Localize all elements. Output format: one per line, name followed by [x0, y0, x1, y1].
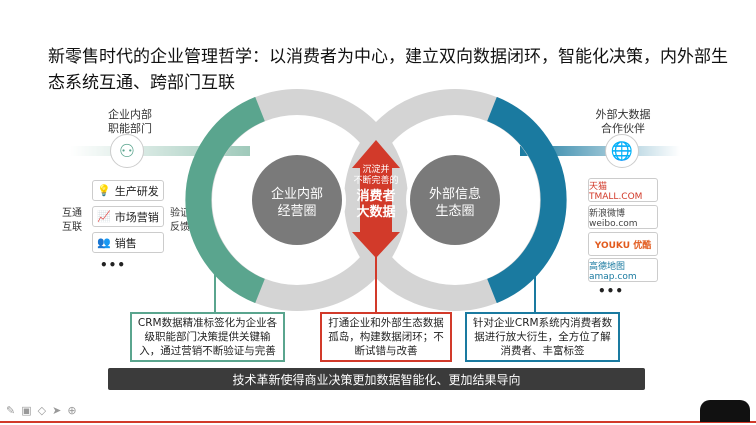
partner-weibo: 新浪微博 weibo.com	[588, 205, 658, 229]
annotation-toolbar[interactable]: ✎▣◇➤⊕	[6, 404, 83, 417]
dept-marketing: 📈市场营销	[92, 206, 164, 227]
core-small-label: 沉淀并 不断完善的	[353, 165, 399, 186]
network-people-icon: ⚇	[110, 134, 144, 168]
box-internal: CRM数据精准标签化为企业各级职能部门决策提供关键输入，通过营销不断验证与完善	[130, 312, 285, 362]
core-double-arrow	[352, 140, 400, 258]
cursor-icon[interactable]: ➤	[52, 404, 68, 417]
box-external: 针对企业CRM系统内消费者数据进行放大衍生，全方位了解消费者、丰富标签	[465, 312, 620, 362]
pen-icon[interactable]: ✎	[6, 404, 22, 417]
dept-rnd: 💡生产研发	[92, 180, 164, 201]
left-header: 企业内部 职能部门	[108, 108, 152, 135]
tmall-cat-logo	[700, 400, 750, 422]
right-ring-blue-arc	[486, 96, 567, 304]
bottom-banner: 技术革新使得商业决策更加数据智能化、更加结果导向	[108, 368, 645, 390]
box-closed-loop: 打通企业和外部生态数据孤岛，构建数据闭环；不断试错与改善	[320, 312, 452, 362]
lightbulb-icon: 💡	[97, 184, 111, 197]
eraser-icon[interactable]: ◇	[37, 404, 53, 417]
page-title: 新零售时代的企业管理哲学：以消费者为中心，建立双向数据闭环，智能化决策，内外部生…	[48, 47, 728, 93]
zoom-icon[interactable]: ⊕	[67, 404, 83, 417]
partner-amap: 高德地图 amap.com	[588, 258, 658, 282]
left-more: •••	[100, 258, 127, 272]
partner-youku: YOUKU 优酷	[588, 232, 658, 256]
left-ring-green-arc	[185, 96, 266, 304]
left-circle-label: 企业内部 经营圈	[270, 187, 323, 219]
left-inner-circle	[248, 151, 346, 249]
right-note: 验证 反馈	[170, 208, 190, 233]
right-header: 外部大数据 合作伙伴	[595, 108, 651, 135]
core-big-label: 消费者 大数据	[356, 189, 396, 220]
right-connector	[520, 146, 680, 156]
bottom-red-line	[0, 421, 756, 423]
right-circle-label: 外部信息 生态圈	[428, 187, 481, 219]
image-icon[interactable]: ▣	[21, 404, 38, 417]
people-icon: 👥	[97, 236, 111, 249]
dept-sales: 👥销售	[92, 232, 164, 253]
chart-icon: 📈	[97, 210, 111, 223]
partner-tmall: 天猫 TMALL.COM	[588, 178, 658, 202]
left-connector	[70, 146, 250, 156]
left-note: 互通 互联	[62, 208, 82, 233]
right-more: •••	[598, 284, 625, 298]
globe-hand-icon: 🌐	[605, 134, 639, 168]
right-inner-circle	[406, 151, 504, 249]
